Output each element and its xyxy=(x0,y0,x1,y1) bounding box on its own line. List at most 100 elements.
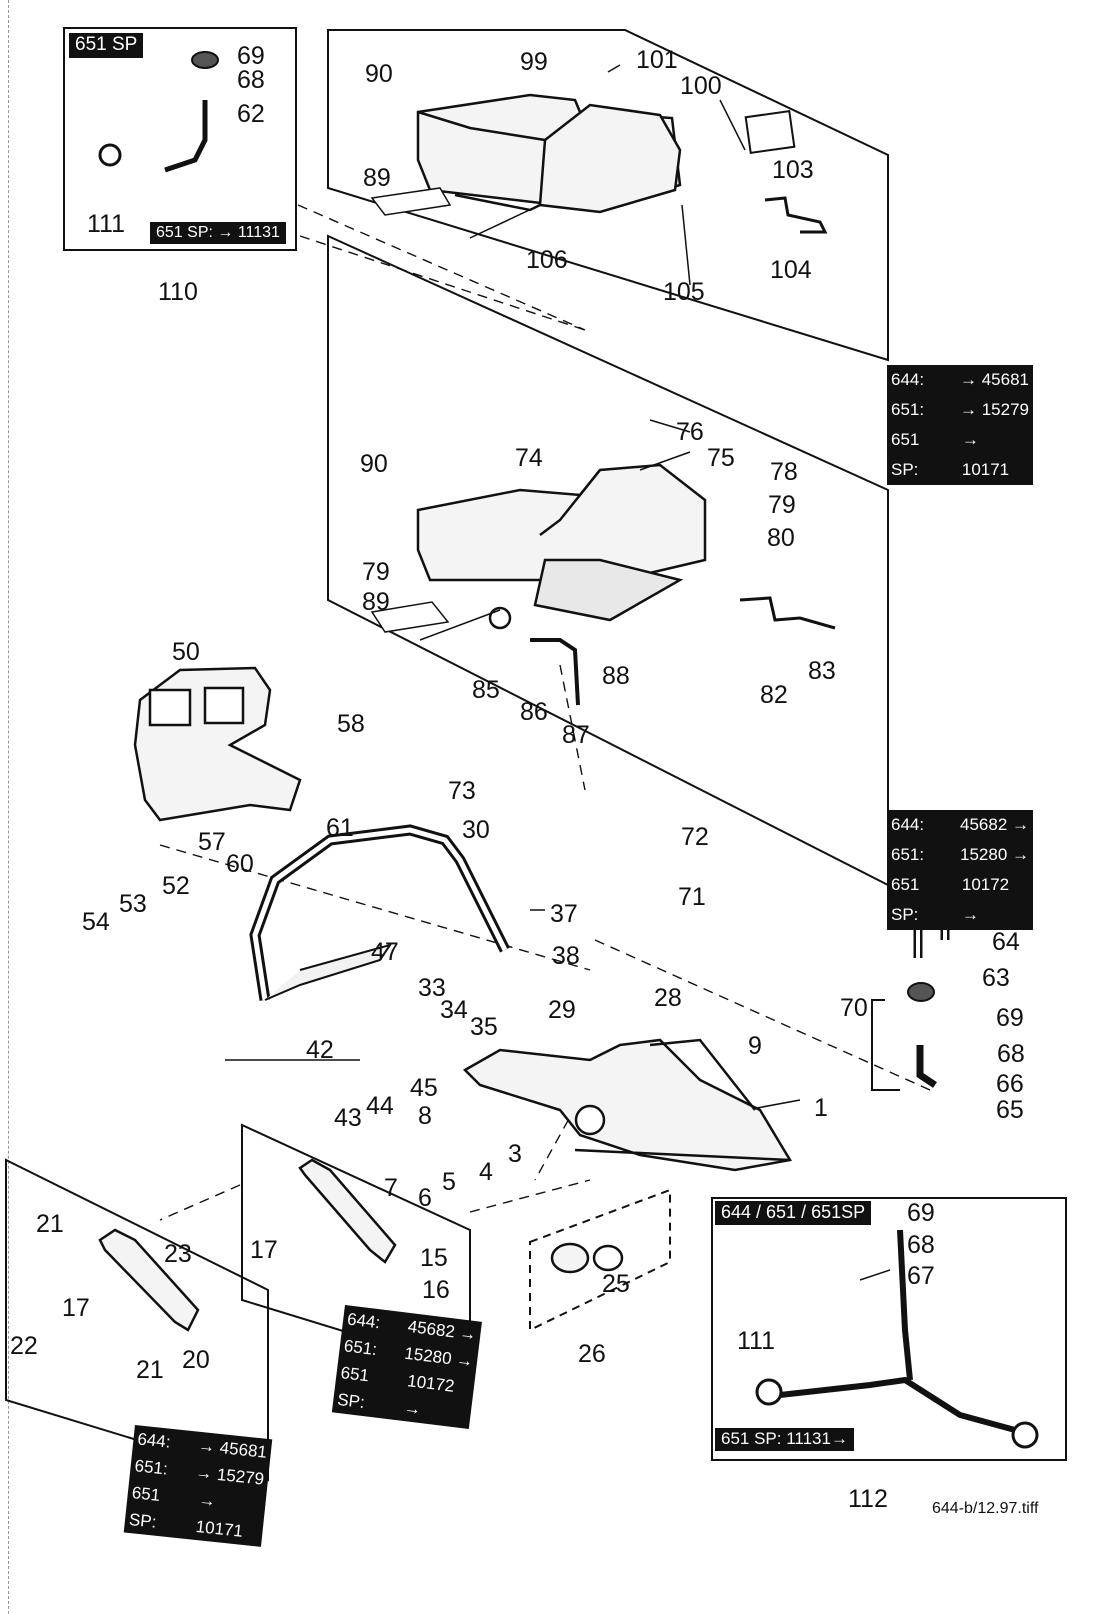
part-label: 89 xyxy=(363,164,391,192)
part-label: 15 xyxy=(420,1244,448,1272)
group-box-26 xyxy=(529,1188,671,1332)
part-label: 99 xyxy=(520,48,548,76)
part-label: 21 xyxy=(136,1356,164,1384)
part-label: 72 xyxy=(681,823,709,851)
part-label: 30 xyxy=(462,816,490,844)
part-label: 82 xyxy=(760,681,788,709)
part-label: 63 xyxy=(982,964,1010,992)
part-label: 87 xyxy=(562,721,590,749)
bracket-82-83 xyxy=(739,596,836,630)
fuel-tank-99 xyxy=(416,93,682,214)
callout-label: 112 xyxy=(848,1485,888,1513)
part-label: 68 xyxy=(237,66,265,94)
fuel-filter-85 xyxy=(488,606,512,630)
part-label: 65 xyxy=(996,1096,1024,1124)
serial-box-tank-lower: 644:45682 → 651:15280 → 651 SP:10172 → xyxy=(887,810,1033,930)
part-label: 34 xyxy=(440,996,468,1024)
part-label: 64 xyxy=(992,928,1020,956)
part-label: 45 xyxy=(410,1074,438,1102)
part-label: 38 xyxy=(552,942,580,970)
part-label: 68 xyxy=(907,1231,935,1259)
part-label: 73 xyxy=(448,777,476,805)
bracket-20 xyxy=(98,1228,200,1332)
part-label: 37 xyxy=(550,900,578,928)
part-label: 4 xyxy=(479,1158,493,1186)
part-label: 28 xyxy=(654,984,682,1012)
part-label: 68 xyxy=(997,1040,1025,1068)
part-label: 80 xyxy=(767,524,795,552)
part-label: 60 xyxy=(226,850,254,878)
front-guard-50 xyxy=(133,666,302,822)
part-label: 44 xyxy=(366,1092,394,1120)
part-label: 104 xyxy=(770,256,812,284)
part-label: 7 xyxy=(384,1174,398,1202)
tube-87 xyxy=(530,638,580,706)
serial-box-tank-upper: 644:→ 45681 651:→ 15279 651 SP:→ 10171 xyxy=(887,365,1033,485)
part-label: 35 xyxy=(470,1013,498,1041)
part-label: 17 xyxy=(62,1294,90,1322)
part-label: 85 xyxy=(472,676,500,704)
part-label: 62 xyxy=(237,100,265,128)
fuel-line-62 xyxy=(164,100,208,173)
part-label: 57 xyxy=(198,828,226,856)
part-label: 54 xyxy=(82,908,110,936)
serial-box-handle-mid: 644:45682 → 651:15280 → 651 SP:10172 → xyxy=(331,1305,482,1430)
part-label: 90 xyxy=(365,60,393,88)
gasket-89-lower xyxy=(370,601,450,633)
part-label: 8 xyxy=(418,1102,432,1130)
part-label: 76 xyxy=(676,418,704,446)
tank-frame-upper xyxy=(327,29,889,362)
grommet-69 xyxy=(907,982,935,1002)
part-label: 69 xyxy=(237,42,265,70)
part-label: 78 xyxy=(770,458,798,486)
cap-25 xyxy=(550,1242,624,1274)
part-label: 105 xyxy=(663,278,705,306)
group-bracket-70 xyxy=(871,999,900,1091)
part-label: 50 xyxy=(172,638,200,666)
part-label: 20 xyxy=(182,1346,210,1374)
inset-footer-tag: 651 SP: 11131→ xyxy=(715,1428,854,1451)
part-label: 100 xyxy=(680,72,722,100)
part-label: 21 xyxy=(36,1210,64,1238)
part-label: 67 xyxy=(907,1262,935,1290)
part-label: 79 xyxy=(768,491,796,519)
part-label: 33 xyxy=(418,974,446,1002)
part-label: 23 xyxy=(164,1240,192,1268)
gasket-89-top xyxy=(370,187,452,216)
part-label: 69 xyxy=(907,1199,935,1227)
part-label: 70 xyxy=(840,994,868,1022)
part-label: 75 xyxy=(707,444,735,472)
part-label: 22 xyxy=(10,1332,38,1360)
part-label: 25 xyxy=(602,1270,630,1298)
part-label: 69 xyxy=(996,1004,1024,1032)
fitting-66 xyxy=(916,1045,937,1088)
fuel-tank-74 xyxy=(416,463,707,622)
serial-box-handle-left: 644:→ 45681 651:→ 15279 651 SP:→ 10171 xyxy=(123,1425,273,1547)
part-label: 3 xyxy=(508,1140,522,1168)
part-label: 83 xyxy=(808,657,836,685)
part-label: 103 xyxy=(772,156,814,184)
inset-frame-651sp xyxy=(63,27,297,251)
part-label: 89 xyxy=(362,588,390,616)
inset-header-tag: 651 SP xyxy=(69,33,144,58)
part-label: 6 xyxy=(418,1184,432,1212)
bracket-15 xyxy=(298,1158,397,1264)
part-label: 1 xyxy=(814,1094,828,1122)
crankcase-1 xyxy=(462,1038,793,1172)
part-label: 101 xyxy=(636,46,678,74)
part-label: 43 xyxy=(334,1104,362,1132)
part-label: 16 xyxy=(422,1276,450,1304)
part-label: 53 xyxy=(119,890,147,918)
inset-header-tag: 644 / 651 / 651SP xyxy=(715,1201,872,1225)
part-label: 5 xyxy=(442,1168,456,1196)
part-label: 66 xyxy=(996,1070,1024,1098)
part-label: 90 xyxy=(360,450,388,478)
handlebar-30 xyxy=(249,824,510,1001)
part-label: 52 xyxy=(162,872,190,900)
decal-103 xyxy=(744,109,796,155)
part-label: 9 xyxy=(748,1032,762,1060)
part-label: 86 xyxy=(520,698,548,726)
part-label: 58 xyxy=(337,710,365,738)
inset-footer-tag: 651 SP: → 11131 xyxy=(150,222,286,244)
